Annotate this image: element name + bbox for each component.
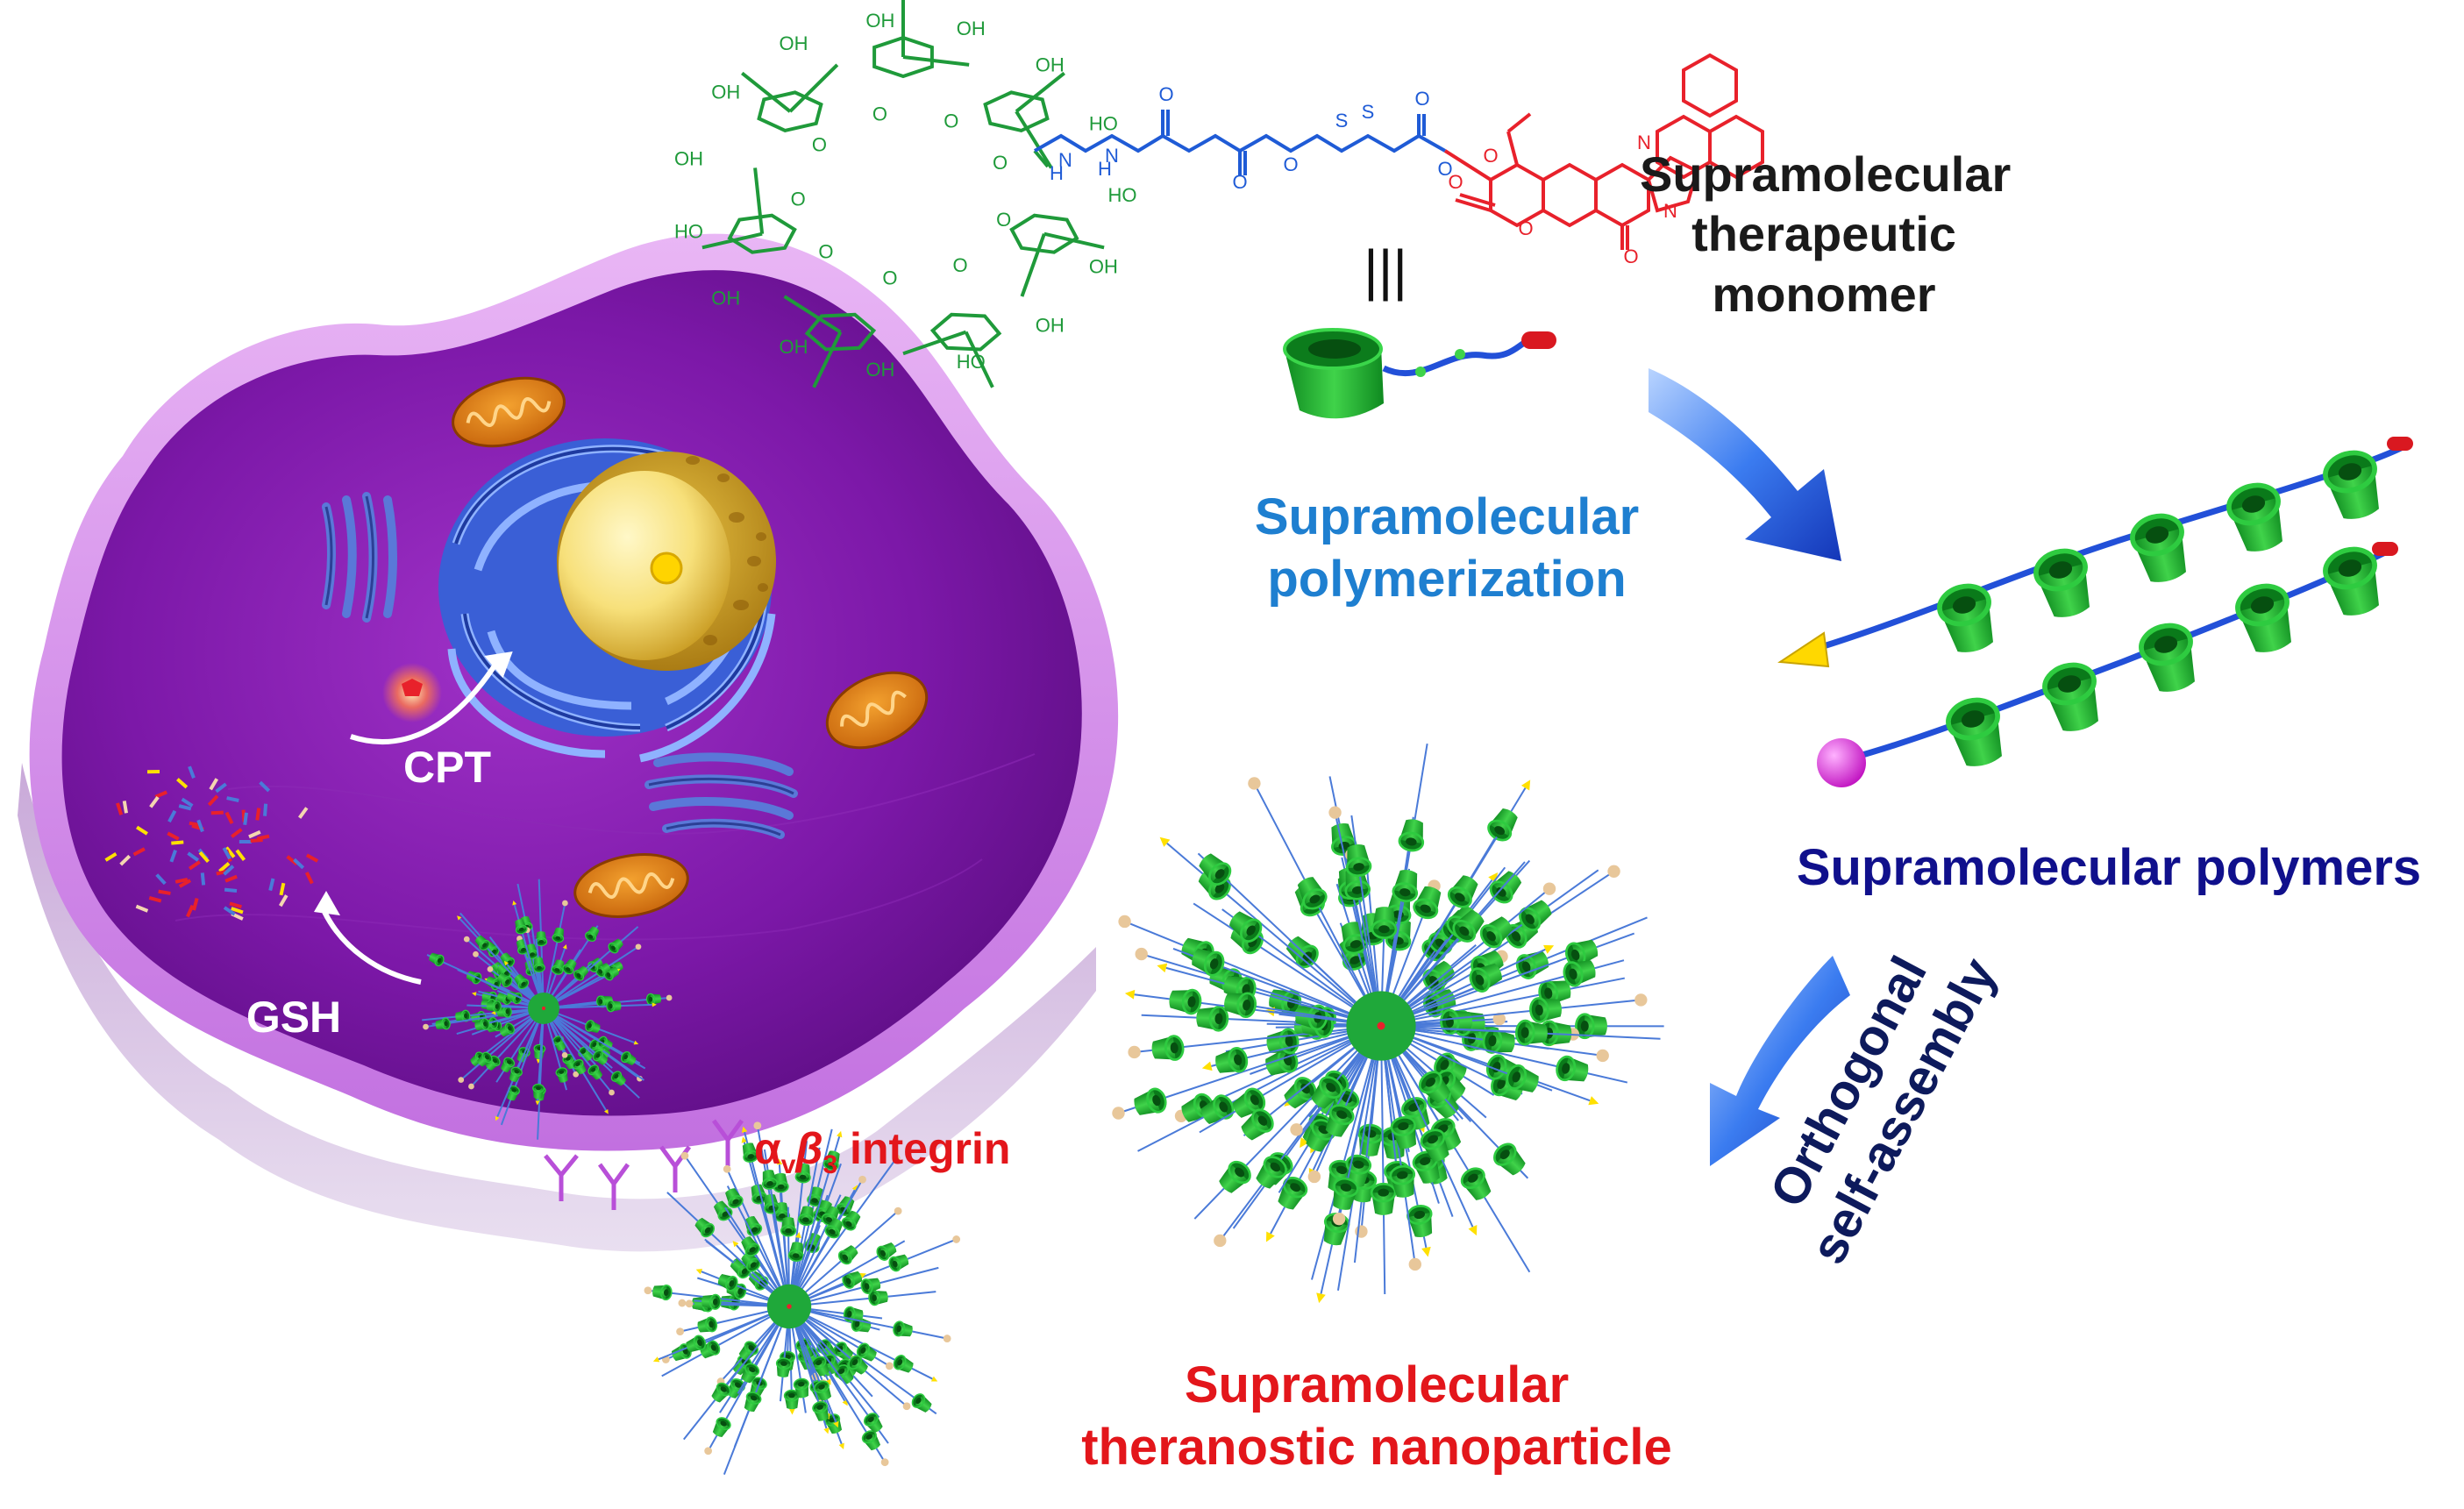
monomer-label: Supramolecular therapeutic monomer xyxy=(1640,145,2012,324)
cyclodextrin-structure xyxy=(701,0,1105,388)
self-assembly-arrow xyxy=(1710,956,1850,1166)
nanoparticle-label-line1: Supramolecular xyxy=(1184,1356,1570,1413)
cpt-label: CPT xyxy=(386,741,509,794)
atom-label: O xyxy=(872,103,887,125)
monomer-label-line2: therapeutic xyxy=(1691,206,1956,262)
polymerization-label-line1: Supramolecular xyxy=(1254,488,1640,545)
atom-label: O xyxy=(1483,145,1498,167)
cyclodextrin-cone-icon xyxy=(1935,580,2000,657)
nanoparticle-icon xyxy=(644,1121,961,1475)
integrin-word: integrin xyxy=(837,1124,1011,1173)
atom-label: OH xyxy=(780,336,808,358)
atom-label: O xyxy=(944,110,958,132)
camptothecin-structure xyxy=(1443,112,1598,228)
atom-label: OH xyxy=(1036,53,1065,75)
atom-label: N xyxy=(1105,145,1119,167)
nanoparticle-label-line2: theranostic nanoparticle xyxy=(1081,1418,1672,1476)
polymer-chain-upper xyxy=(1777,437,2413,668)
atom-label: OH xyxy=(780,32,808,54)
cpt-label-text: CPT xyxy=(403,743,491,792)
atom-label: O xyxy=(952,254,967,276)
nucleus-icon xyxy=(438,438,776,763)
atom-label: S xyxy=(1362,101,1375,123)
atom-label: HO xyxy=(1108,184,1137,206)
atom-label: N xyxy=(1663,200,1677,222)
cyclodextrin-cone-icon xyxy=(1935,447,2386,771)
atom-label: O xyxy=(993,152,1008,174)
cyclodextrin-cone-icon xyxy=(2032,545,2097,622)
atom-label: O xyxy=(1414,88,1429,110)
atom-label: O xyxy=(1448,171,1463,193)
atom-label: O xyxy=(1232,171,1247,193)
cell-side-wall xyxy=(18,763,1096,1252)
atom-label: OH xyxy=(1036,315,1065,337)
atom-label: N xyxy=(1058,149,1072,171)
atom-label: O xyxy=(1158,83,1173,105)
quinoline-structure xyxy=(1594,53,1764,250)
integrin-sub-v: v xyxy=(780,1150,796,1179)
atom-label: HO xyxy=(957,351,986,373)
atom-label: O xyxy=(1518,217,1533,239)
atom-label: OH xyxy=(711,288,740,310)
atom-label: OH xyxy=(674,147,703,169)
monomer-label-line3: monomer xyxy=(1712,266,1936,322)
curved-arrow-icon xyxy=(322,656,502,985)
atom-label: OH xyxy=(1089,255,1118,277)
atom-label: OH xyxy=(865,359,894,381)
atom-label: HO xyxy=(674,221,703,243)
linker-structure xyxy=(1034,110,1446,175)
disassembled-nanoparticle xyxy=(104,765,319,921)
atom-label: O xyxy=(812,134,827,156)
atom-label: S xyxy=(1335,110,1349,132)
nanoparticle-icon xyxy=(422,879,673,1140)
atom-label: O xyxy=(996,209,1011,231)
atom-label: HO xyxy=(1089,113,1118,135)
atom-label: N xyxy=(1637,132,1651,153)
gsh-label: GSH xyxy=(232,991,355,1044)
atom-label: O xyxy=(1283,153,1298,175)
integrin-beta: β xyxy=(795,1124,823,1173)
atom-label: OH xyxy=(711,81,740,103)
nanoparticle-label: Supramolecular theranostic nanoparticle xyxy=(1043,1355,1710,1479)
atom-label: O xyxy=(1623,246,1638,267)
atom-label: OH xyxy=(957,18,986,39)
polymerization-label: Supramolecular polymerization xyxy=(1245,487,1649,611)
integrin-receptors xyxy=(544,1119,744,1210)
atom-label: O xyxy=(818,241,833,263)
monomer-cartoon xyxy=(1283,328,1556,419)
atom-label: O xyxy=(791,189,806,210)
polymer-chain-lower xyxy=(1817,542,2398,787)
integrin-alpha: α xyxy=(754,1124,781,1173)
cancer-cell xyxy=(18,233,1119,1252)
equivalence-symbol: ||| xyxy=(1364,238,1407,302)
monomer-label-line1: Supramolecular xyxy=(1640,146,2012,202)
integrin-sub-3: 3 xyxy=(823,1150,838,1179)
polymers-label: Supramolecular polymers xyxy=(1763,837,2455,900)
atom-label: H xyxy=(1050,162,1064,184)
gsh-label-text: GSH xyxy=(246,993,342,1042)
polymerization-arrow xyxy=(1649,368,1841,561)
integrin-label: αvβ3 integrin xyxy=(754,1122,1087,1182)
polymerization-label-line2: polymerization xyxy=(1267,550,1627,608)
polymers-label-text: Supramolecular polymers xyxy=(1796,839,2422,896)
atom-label: O xyxy=(882,267,897,288)
atom-label: OH xyxy=(865,10,894,32)
nanoparticle-icon xyxy=(1112,743,1664,1304)
released-cpt xyxy=(382,663,442,722)
atom-label: O xyxy=(1437,158,1452,180)
mitochondrion-icon xyxy=(452,376,929,918)
atom-label: H xyxy=(1098,158,1112,180)
